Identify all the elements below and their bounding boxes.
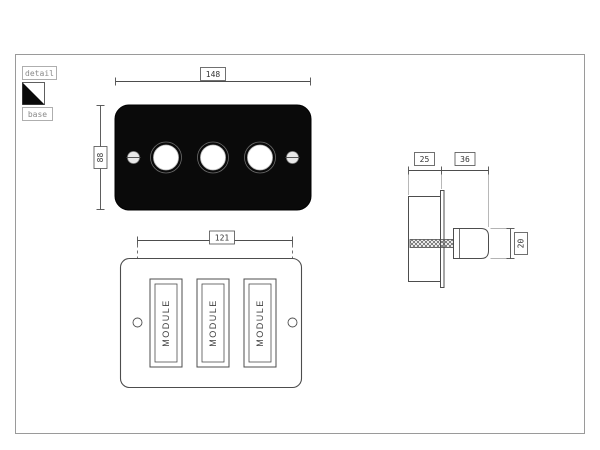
module-3-label: MODULE (255, 299, 265, 347)
front-screw-left (126, 151, 141, 164)
side-view: 25 36 20 (408, 152, 528, 288)
legend-base-box (22, 107, 53, 121)
dim-148-box (200, 67, 226, 81)
base-screw-hole-left (132, 317, 143, 328)
dim-88-value: 88 (96, 153, 105, 163)
side-depth-dimensions: 25 36 (408, 152, 489, 227)
knob-3 (244, 141, 276, 174)
side-plate-edge (440, 190, 445, 288)
side-wall-box (408, 196, 442, 282)
dim-36-value: 36 (460, 155, 470, 164)
base-view: 121 MODULE MODULE MODULE (119, 230, 303, 389)
front-width-dimension: 148 (115, 67, 311, 86)
module-2: MODULE (196, 278, 230, 368)
module-1: MODULE (149, 278, 183, 368)
front-height-dimension: 88 (93, 105, 108, 210)
dim-121-value: 121 (215, 234, 230, 243)
side-knob-dimension: 20 (490, 228, 528, 259)
dim-88-box (93, 146, 108, 169)
front-screw-right (285, 151, 300, 164)
knob-1-ring (150, 141, 182, 174)
module-3: MODULE (243, 278, 277, 368)
legend-base-label: base (28, 110, 47, 119)
dim-20-box (514, 232, 528, 255)
knob-1-cap (153, 144, 179, 171)
dim-36-box (454, 152, 476, 166)
knob-1 (150, 141, 182, 174)
knob-2-ring (197, 141, 229, 174)
knob-3-cap (247, 144, 273, 171)
knob-2 (197, 141, 229, 174)
drawing-border (15, 54, 585, 434)
knob-2-cap (200, 144, 226, 171)
detail-base-icon (22, 82, 45, 105)
side-knob (453, 228, 489, 259)
legend: detail base (22, 66, 57, 121)
dim-20-value: 20 (517, 239, 526, 249)
module-1-label: MODULE (161, 299, 171, 347)
module-2-label: MODULE (208, 299, 218, 347)
legend-detail-box (22, 66, 57, 80)
dim-25-value: 25 (420, 155, 430, 164)
dim-148-value: 148 (206, 70, 221, 79)
knob-3-ring (244, 141, 276, 174)
dim-121-box (209, 230, 235, 245)
legend-detail-label: detail (25, 69, 54, 78)
base-screw-hole-right (287, 317, 298, 328)
side-threaded-shaft (409, 239, 455, 248)
dim-25-box (414, 152, 435, 166)
front-view: 148 88 (93, 67, 312, 211)
